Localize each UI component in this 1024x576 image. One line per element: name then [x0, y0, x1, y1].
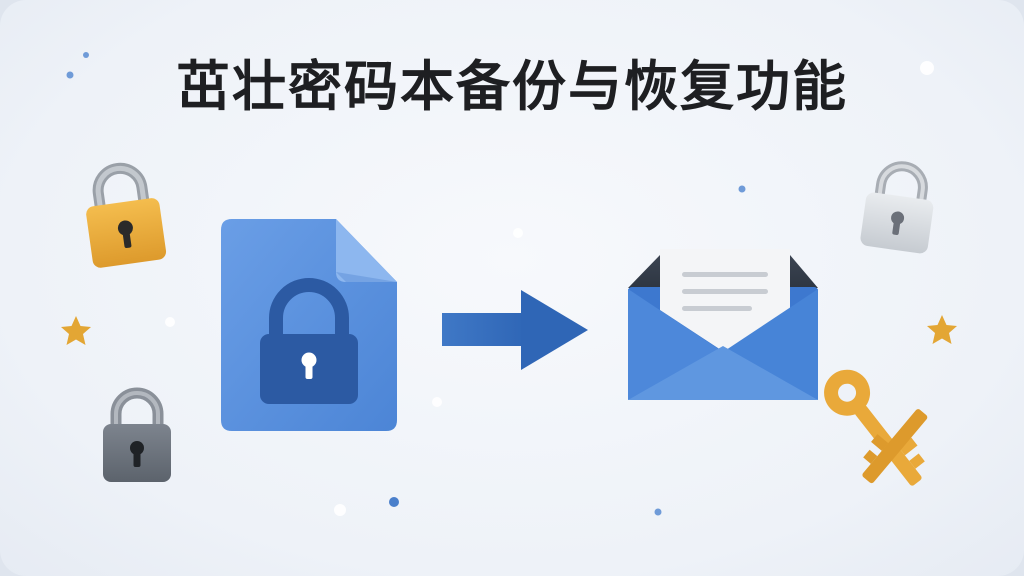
star-icon: [927, 315, 957, 344]
locked-document-icon: [221, 219, 397, 431]
right-arrow-icon: [442, 290, 588, 370]
gold-padlock-icon: [86, 162, 167, 268]
star-icon: [61, 316, 91, 345]
gray-padlock-icon: [103, 387, 171, 482]
gold-key-icon: [862, 409, 928, 484]
envelope-icon: [628, 249, 818, 400]
silver-padlock-icon: [860, 161, 934, 254]
page-title: 茁壮密码本备份与恢复功能: [176, 55, 848, 118]
decorative-dots: [66, 52, 934, 516]
